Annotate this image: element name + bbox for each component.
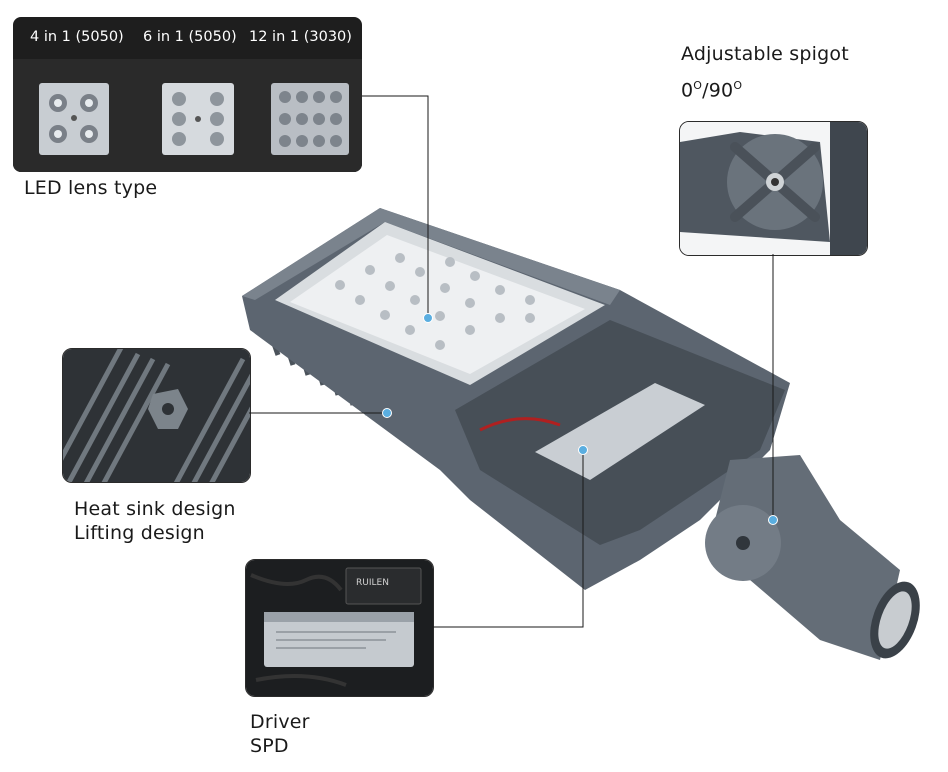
spigot-arm <box>710 455 900 660</box>
callout-lines <box>249 95 774 628</box>
spd-brand-text: RUILEN <box>356 578 389 588</box>
driver-detail-photo: RUILEN <box>245 559 434 697</box>
spigot-detail-photo <box>679 121 868 256</box>
lifting-label: Lifting design <box>74 522 205 544</box>
driver-label: Driver <box>250 711 310 733</box>
lens-thumbnails <box>13 59 362 172</box>
callout-line-lens <box>362 95 429 318</box>
spigot-angle-label: 0O/90O <box>681 79 743 102</box>
heatsink-label: Heat sink design <box>74 498 236 520</box>
lens-type-6in1: 6 in 1 (5050) <box>143 29 237 45</box>
callout-dot-driver <box>578 445 588 455</box>
callout-dot-spigot <box>768 515 778 525</box>
heatsink-detail-photo <box>62 348 251 483</box>
led-lens-panel: 4 in 1 (5050) 6 in 1 (5050) 12 in 1 (303… <box>13 17 362 172</box>
led-chips <box>335 253 535 350</box>
lens-type-4in1: 4 in 1 (5050) <box>30 29 124 45</box>
callout-dot-heatsink <box>382 408 392 418</box>
lens-12in1-image <box>271 83 349 155</box>
spigot-label: Adjustable spigot <box>681 43 849 65</box>
lens-6in1-image <box>162 83 234 155</box>
spd-label: SPD <box>250 735 289 757</box>
callout-dot-lens <box>423 313 433 323</box>
lens-4in1-image <box>39 83 109 155</box>
led-lens-type-label: LED lens type <box>24 177 158 199</box>
lens-type-12in1: 12 in 1 (3030) <box>249 29 352 45</box>
callout-line-driver <box>432 450 584 628</box>
driver-module <box>535 383 705 480</box>
